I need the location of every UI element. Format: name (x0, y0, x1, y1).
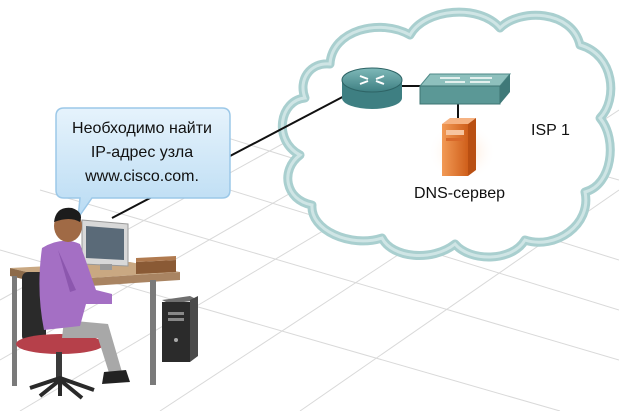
server-icon (428, 118, 496, 182)
bubble-line-3: www.cisco.com. (85, 168, 199, 185)
bubble-line-2: IP-адрес узла (90, 144, 194, 161)
pc-tower-icon (162, 296, 198, 362)
speech-bubble (55, 107, 231, 221)
bubble-line-1: Необходимо найти (72, 120, 212, 137)
speech-bubble-text: Необходимо найти IP-адрес узла www.cisco… (56, 117, 228, 189)
cloud-label: ISP 1 (531, 122, 570, 139)
dns-server-label: DNS-сервер (414, 185, 506, 202)
switch-icon (418, 73, 512, 105)
router-icon (341, 67, 403, 109)
user-icon (16, 207, 130, 400)
workstation-icon (81, 219, 176, 274)
